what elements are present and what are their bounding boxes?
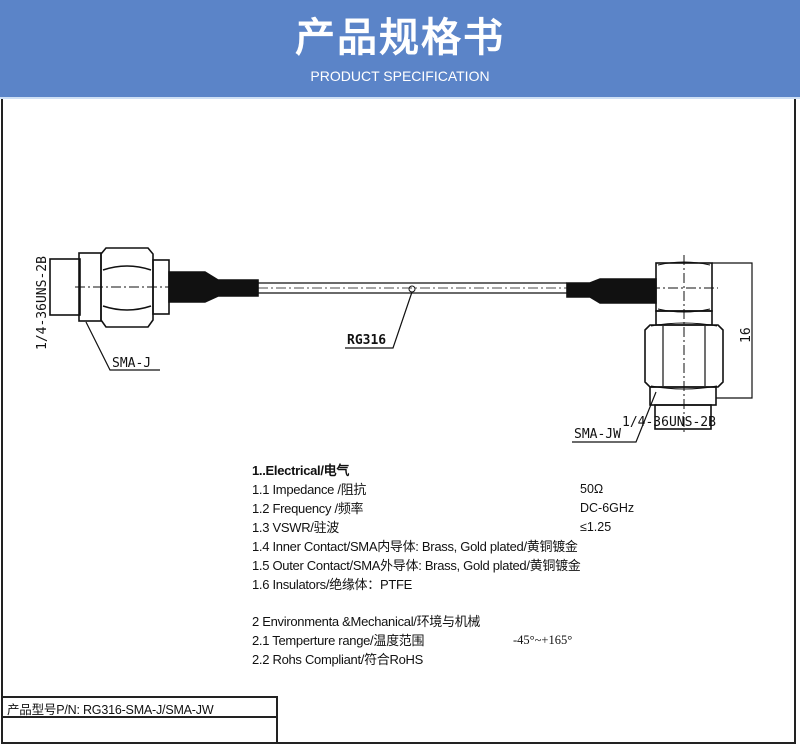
header-divider <box>0 97 800 99</box>
right-connector-label: SMA-JW <box>574 427 621 442</box>
environmental-heading: 2 Environmenta &Mechanical/环境与机械 <box>252 614 481 629</box>
header-banner: 产品规格书 PRODUCT SPECIFICATION <box>0 0 800 97</box>
page-title: 产品规格书 <box>295 15 505 61</box>
cable-label: RG316 <box>347 333 386 348</box>
right-connector-boot <box>566 278 657 304</box>
spec-impedance-value: 50Ω <box>580 482 604 496</box>
right-connector-thread-label: 1/4-36UNS-2B <box>622 415 716 430</box>
spec-vswr-value: ≤1.25 <box>580 520 612 534</box>
cable-leader <box>345 291 413 349</box>
spec-insulators: 1.6 Insulators/绝缘体：PTFE <box>252 577 412 592</box>
spec-frequency-value: DC-6GHz <box>580 501 635 515</box>
cable-rg316 <box>258 282 567 349</box>
right-connector-dimension-line <box>712 262 753 399</box>
left-connector-sma-j <box>49 247 259 371</box>
left-connector-thread-label: 1/4-36UNS-2B <box>35 256 50 350</box>
right-connector-threaded-end <box>654 404 712 430</box>
drawing-frame <box>1 99 796 744</box>
part-number-row: 产品型号P/N: RG316-SMA-J/SMA-JW <box>3 698 276 718</box>
page-subtitle: PRODUCT SPECIFICATION <box>310 68 490 84</box>
spec-impedance: 1.1 Impedance /阻抗 <box>252 482 367 497</box>
left-connector-boot <box>168 271 259 303</box>
right-connector-leader <box>572 391 657 443</box>
left-connector-label: SMA-J <box>112 356 151 371</box>
left-connector-leader <box>85 321 160 371</box>
electrical-heading: 1..Electrical/电气 <box>252 463 350 478</box>
spec-temperature: 2.1 Temperture range/温度范围 <box>252 633 425 648</box>
spec-rohs: 2.2 Rohs Compliant/符合RoHS <box>252 652 423 667</box>
right-connector-collar <box>649 386 717 406</box>
spec-inner-contact: 1.4 Inner Contact/SMA内导体: Brass, Gold pl… <box>252 539 578 554</box>
left-connector-hex-facets <box>102 265 152 311</box>
part-number-box: 产品型号P/N: RG316-SMA-J/SMA-JW <box>3 696 278 743</box>
spec-temperature-value: -45°~+165° <box>513 633 573 647</box>
spec-outer-contact: 1.5 Outer Contact/SMA外导体: Brass, Gold pl… <box>252 558 581 573</box>
part-number: 产品型号P/N: RG316-SMA-J/SMA-JW <box>7 703 214 717</box>
spec-vswr: 1.3 VSWR/驻波 <box>252 520 339 535</box>
right-connector-dimension: 16 <box>739 327 754 343</box>
right-connector-hex-nut <box>644 324 724 388</box>
spec-frequency: 1.2 Frequency /频率 <box>252 501 364 516</box>
left-connector-hex-nut <box>100 247 154 328</box>
right-connector-sma-jw <box>566 255 753 443</box>
